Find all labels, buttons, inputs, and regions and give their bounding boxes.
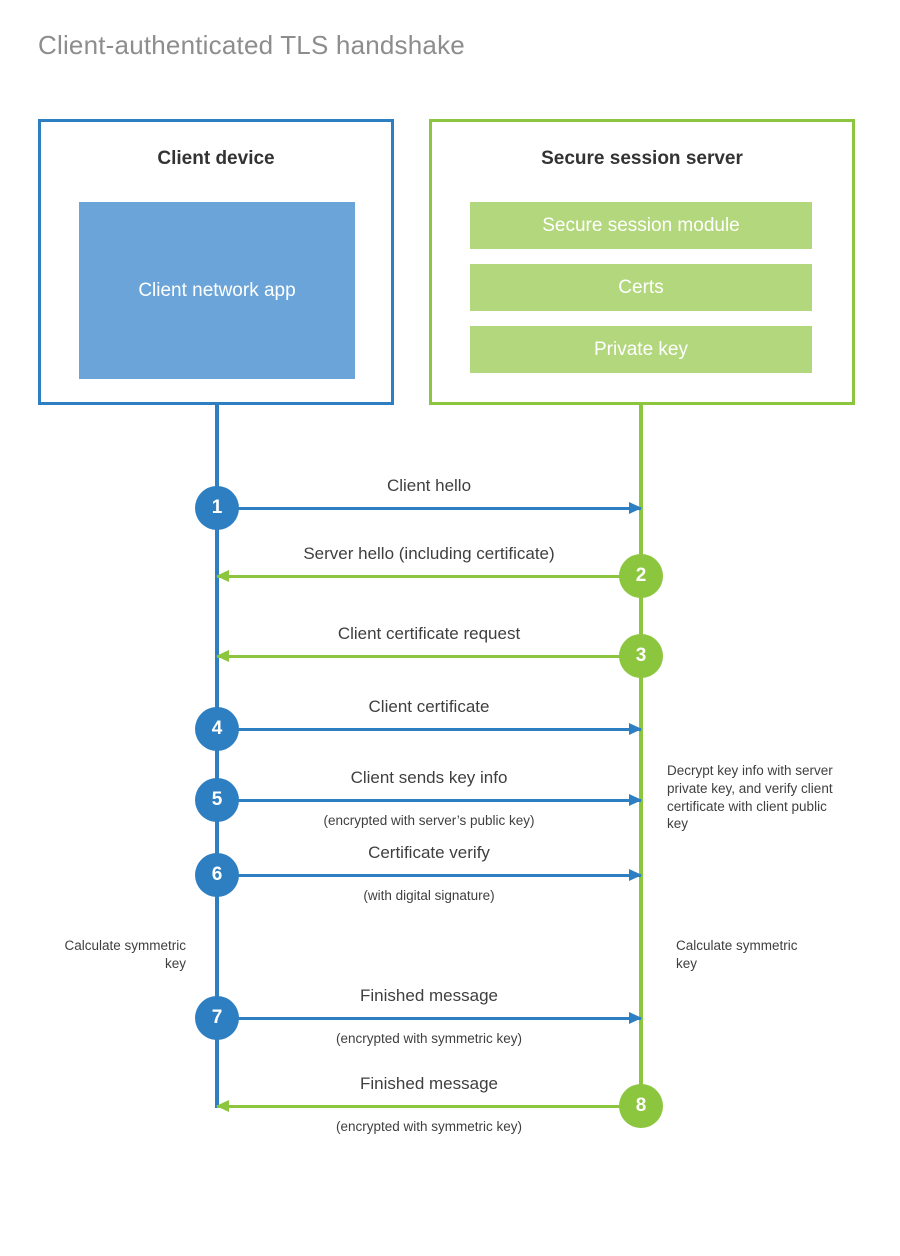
client-device-box: Client device Client network app — [38, 119, 394, 405]
server-bar-certs: Certs — [470, 264, 812, 311]
annotation-client-calculate-symmetric-key: Calculate symmetric key — [64, 938, 186, 971]
arrow-head-right-icon — [629, 1012, 642, 1024]
server-lifeline — [639, 403, 643, 1108]
message-label-6: Certificate verify — [368, 843, 490, 862]
step-marker-4[interactable]: 4 — [195, 707, 239, 751]
arrow-line — [217, 1017, 641, 1020]
secure-session-server-title: Secure session server — [541, 148, 743, 169]
client-device-title: Client device — [157, 148, 275, 169]
arrow-line — [217, 874, 641, 877]
server-bar-private-key: Private key — [470, 326, 812, 373]
secure-session-server-box: Secure session server Secure session mod… — [429, 119, 855, 405]
message-sublabel-5: (encrypted with server’s public key) — [323, 813, 535, 828]
message-label-7: Finished message — [360, 986, 498, 1005]
arrow-head-right-icon — [629, 502, 642, 514]
annotation-server-decrypt: Decrypt key info with server private key… — [667, 763, 833, 832]
arrow-head-right-icon — [629, 723, 642, 735]
arrow-line — [217, 655, 641, 658]
message-label-3: Client certificate request — [337, 624, 521, 643]
message-sublabel-7: (encrypted with symmetric key) — [335, 1031, 523, 1046]
message-label-2: Server hello (including certificate) — [303, 544, 555, 563]
arrow-head-right-icon — [629, 794, 642, 806]
arrow-head-left-icon — [216, 650, 229, 662]
message-label-5: Client sends key info — [350, 768, 508, 787]
page-title: Client-authenticated TLS handshake — [38, 30, 465, 60]
arrow-line — [217, 799, 641, 802]
step-marker-8[interactable]: 8 — [619, 1084, 663, 1128]
step-marker-1[interactable]: 1 — [195, 486, 239, 530]
step-marker-5[interactable]: 5 — [195, 778, 239, 822]
arrow-line — [217, 728, 641, 731]
client-network-app-block: Client network app — [79, 202, 355, 379]
step-marker-3[interactable]: 3 — [619, 634, 663, 678]
annotation-server-calculate-symmetric-key: Calculate symmetric key — [676, 938, 798, 971]
message-label-1: Client hello — [386, 476, 472, 495]
step-marker-2[interactable]: 2 — [619, 554, 663, 598]
step-marker-7[interactable]: 7 — [195, 996, 239, 1040]
client-lifeline — [215, 403, 219, 1108]
arrow-head-left-icon — [216, 1100, 229, 1112]
server-bar-secure-session-module: Secure session module — [470, 202, 812, 249]
message-sublabel-6: (with digital signature) — [363, 888, 495, 903]
arrow-head-left-icon — [216, 570, 229, 582]
message-label-8: Finished message — [360, 1074, 498, 1093]
arrow-head-right-icon — [629, 869, 642, 881]
step-marker-6[interactable]: 6 — [195, 853, 239, 897]
arrow-line — [217, 507, 641, 510]
message-label-4: Client certificate — [368, 697, 490, 716]
arrow-line — [217, 575, 641, 578]
message-sublabel-8: (encrypted with symmetric key) — [335, 1119, 523, 1134]
arrow-line — [217, 1105, 641, 1108]
